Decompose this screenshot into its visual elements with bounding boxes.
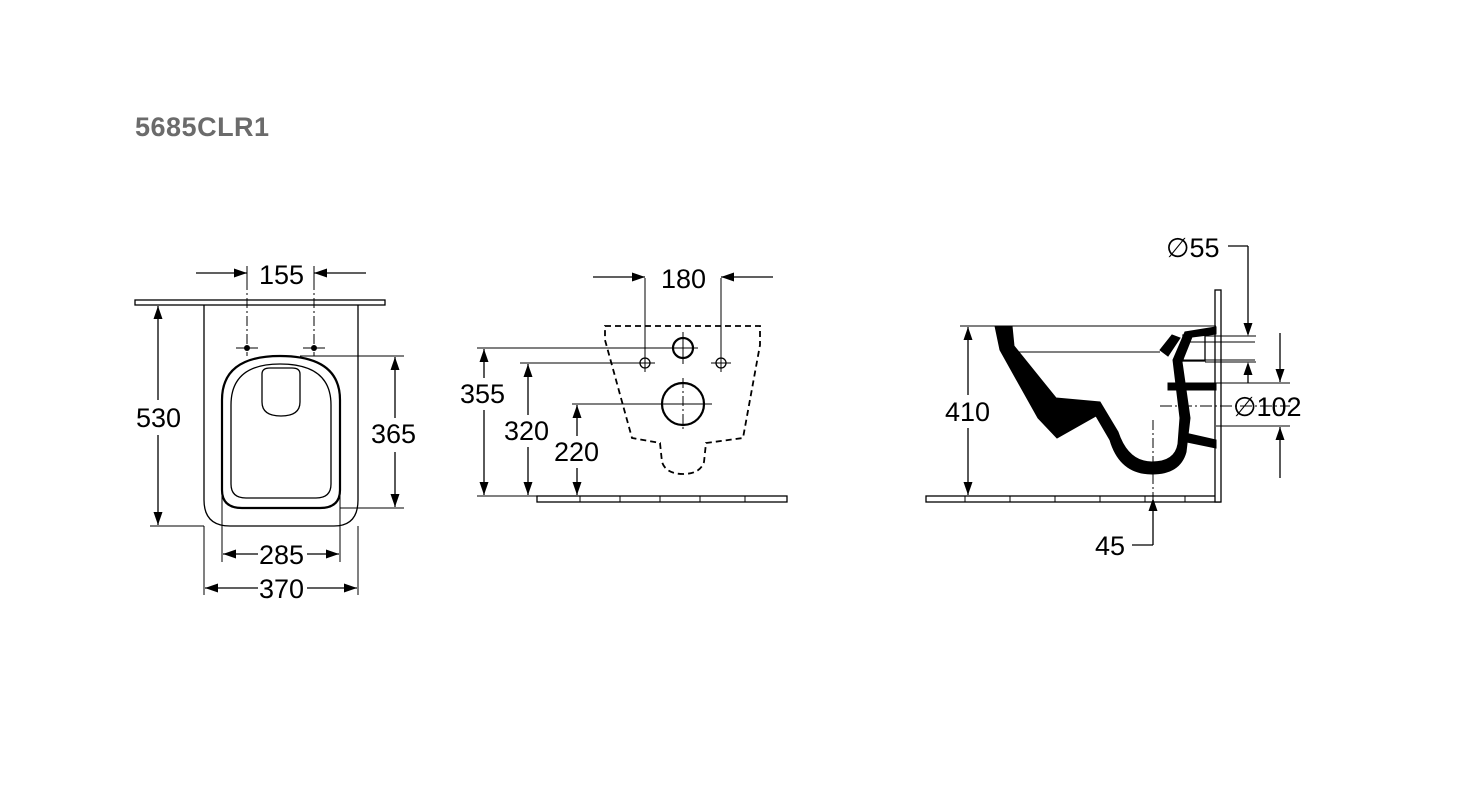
inlet-socket	[1182, 334, 1206, 362]
dim-155	[196, 266, 366, 282]
label-fixing-spacing-180: 180	[661, 264, 706, 294]
bowl-outline	[203, 305, 359, 527]
side-view: 410 ∅55 ∅102 45	[925, 233, 1302, 561]
dim-355	[479, 349, 489, 495]
seat-inner	[230, 363, 332, 499]
drawing-title: 5685CLR1	[135, 112, 270, 142]
label-inner-width-285: 285	[259, 540, 304, 570]
wall-floor	[536, 495, 788, 503]
plan-view: 155 530 365 285	[134, 260, 416, 604]
dim-d55	[1205, 245, 1256, 383]
label-fixing-spacing-155: 155	[259, 260, 304, 290]
label-outlet-diameter: ∅102	[1233, 392, 1302, 422]
label-width-370: 370	[259, 574, 304, 604]
label-height-220: 220	[554, 437, 599, 467]
label-seat-depth-365: 365	[371, 419, 416, 449]
wall-outline-hidden	[604, 325, 761, 475]
dim-410	[963, 327, 973, 495]
dim-320	[523, 364, 533, 495]
wall-view: 180 355 320 220	[460, 264, 788, 503]
side-wall	[1214, 289, 1222, 503]
dim-d102	[1216, 333, 1290, 478]
dim-365	[300, 355, 404, 509]
dim-180	[593, 272, 773, 282]
dim-285	[221, 495, 341, 562]
flush-inlet	[1159, 334, 1181, 357]
side-floor	[925, 495, 1221, 503]
bowl-section	[994, 325, 1217, 475]
label-depth-530: 530	[136, 403, 181, 433]
dim-530	[150, 306, 204, 527]
label-height-410: 410	[945, 397, 990, 427]
plan-fixing-holes	[236, 280, 325, 356]
outlet-top	[1167, 382, 1217, 391]
label-inlet-diameter: ∅55	[1166, 233, 1220, 263]
seat-hinge	[261, 367, 301, 417]
label-height-355: 355	[460, 379, 505, 409]
outlet-bottom	[1181, 432, 1217, 449]
dim-370	[203, 526, 359, 595]
wall-fixing-holes	[635, 278, 731, 372]
dim-45	[1132, 498, 1158, 546]
plan-wall-plate	[134, 299, 386, 306]
seat-outer	[220, 354, 342, 510]
label-height-320: 320	[504, 416, 549, 446]
label-offset-45: 45	[1095, 531, 1125, 561]
dim-220	[572, 405, 582, 495]
